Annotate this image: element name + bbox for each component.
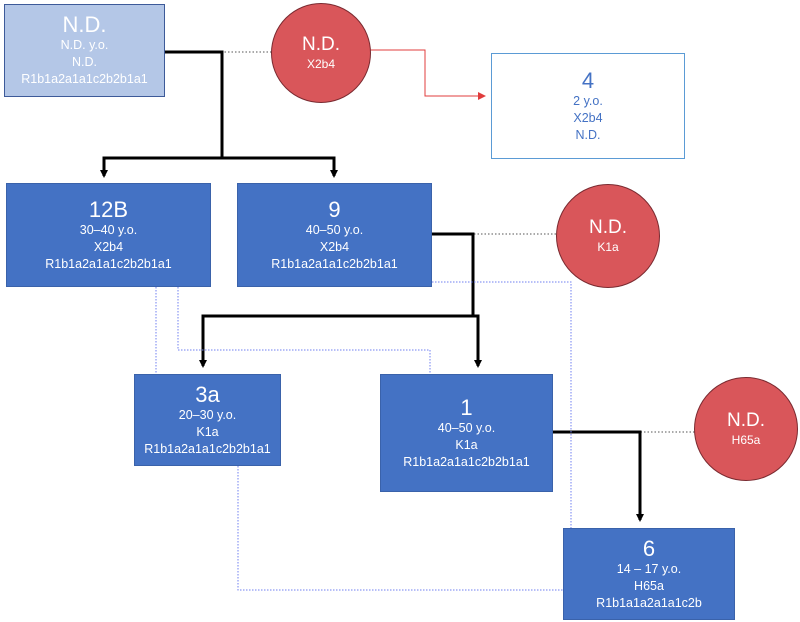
node-mt-haplogroup: X2b4 <box>319 239 350 254</box>
relation-dotted-12b-1 <box>177 287 431 374</box>
node-mt-haplogroup: X2b4 <box>306 57 336 71</box>
node-id: 6 <box>642 535 656 561</box>
node-mt-haplogroup: H65a <box>634 578 664 593</box>
maternal-line-x2b4 <box>370 49 486 100</box>
relation-dotted-9-6 <box>432 281 572 528</box>
node-id: 1 <box>460 394 473 420</box>
node-age: 20–30 y.o. <box>178 407 237 422</box>
node-id: N.D. <box>727 410 765 431</box>
node-3a: 3a 20–30 y.o. K1a R1b1a2a1a1c2b2b1a1 <box>134 374 281 466</box>
node-age: 40–50 y.o. <box>305 222 364 237</box>
node-id: 4 <box>581 67 595 93</box>
node-y-haplogroup: R1b1a2a1a1c2b2b1a1 <box>21 72 148 86</box>
relation-dotted-3a-6 <box>237 466 563 591</box>
node-id: N.D. <box>589 217 627 238</box>
node-mt-haplogroup: K1a <box>455 437 478 452</box>
node-age: 40–50 y.o. <box>437 420 496 435</box>
female-node-h65a: N.D. H65a <box>694 377 798 481</box>
descent-line-1 <box>553 430 644 522</box>
node-9: 9 40–50 y.o. X2b4 R1b1a2a1a1c2b2b1a1 <box>237 183 432 287</box>
node-nd-ancestor: N.D. N.D. y.o. N.D. R1b1a2a1a1c2b2b1a1 <box>4 4 165 97</box>
node-id: 12B <box>88 196 129 222</box>
node-y-haplogroup: R1b1a2a1a1c2b2b1a1 <box>45 256 172 271</box>
node-id: N.D. <box>62 12 107 37</box>
female-node-x2b4: N.D. X2b4 <box>271 3 371 103</box>
node-mt-haplogroup: H65a <box>731 433 761 447</box>
node-12b: 12B 30–40 y.o. X2b4 R1b1a2a1a1c2b2b1a1 <box>6 183 211 287</box>
node-age: 2 y.o. <box>573 93 603 108</box>
node-y-haplogroup: R1b1a2a1a1c2b2b1a1 <box>144 441 271 456</box>
node-y-haplogroup: R1b1a1a2a1a1c2b <box>596 595 702 610</box>
node-mt-haplogroup: X2b4 <box>93 239 124 254</box>
node-mt-haplogroup: N.D. <box>72 55 97 69</box>
node-id: N.D. <box>302 34 340 55</box>
node-age: N.D. y.o. <box>60 38 109 52</box>
node-mt-haplogroup: X2b4 <box>573 110 603 125</box>
node-y-haplogroup: R1b1a2a1a1c2b2b1a1 <box>403 454 530 469</box>
node-id: 9 <box>328 196 341 222</box>
descent-line-top-9 <box>222 156 338 178</box>
female-node-k1a: N.D. K1a <box>556 184 660 288</box>
node-4: 4 2 y.o. X2b4 N.D. <box>491 53 685 159</box>
node-mt-haplogroup: K1a <box>196 424 219 439</box>
node-age: 30–40 y.o. <box>79 222 138 237</box>
descent-line-9-1 <box>473 314 482 368</box>
node-y-haplogroup: R1b1a2a1a1c2b2b1a1 <box>271 256 398 271</box>
node-age: 14 – 17 y.o. <box>616 561 682 576</box>
node-y-haplogroup: N.D. <box>575 127 601 142</box>
node-mt-haplogroup: K1a <box>597 240 619 254</box>
node-6: 6 14 – 17 y.o. H65a R1b1a1a2a1a1c2b <box>563 528 735 620</box>
node-id: 3a <box>195 381 220 407</box>
node-1: 1 40–50 y.o. K1a R1b1a2a1a1c2b2b1a1 <box>380 374 553 492</box>
